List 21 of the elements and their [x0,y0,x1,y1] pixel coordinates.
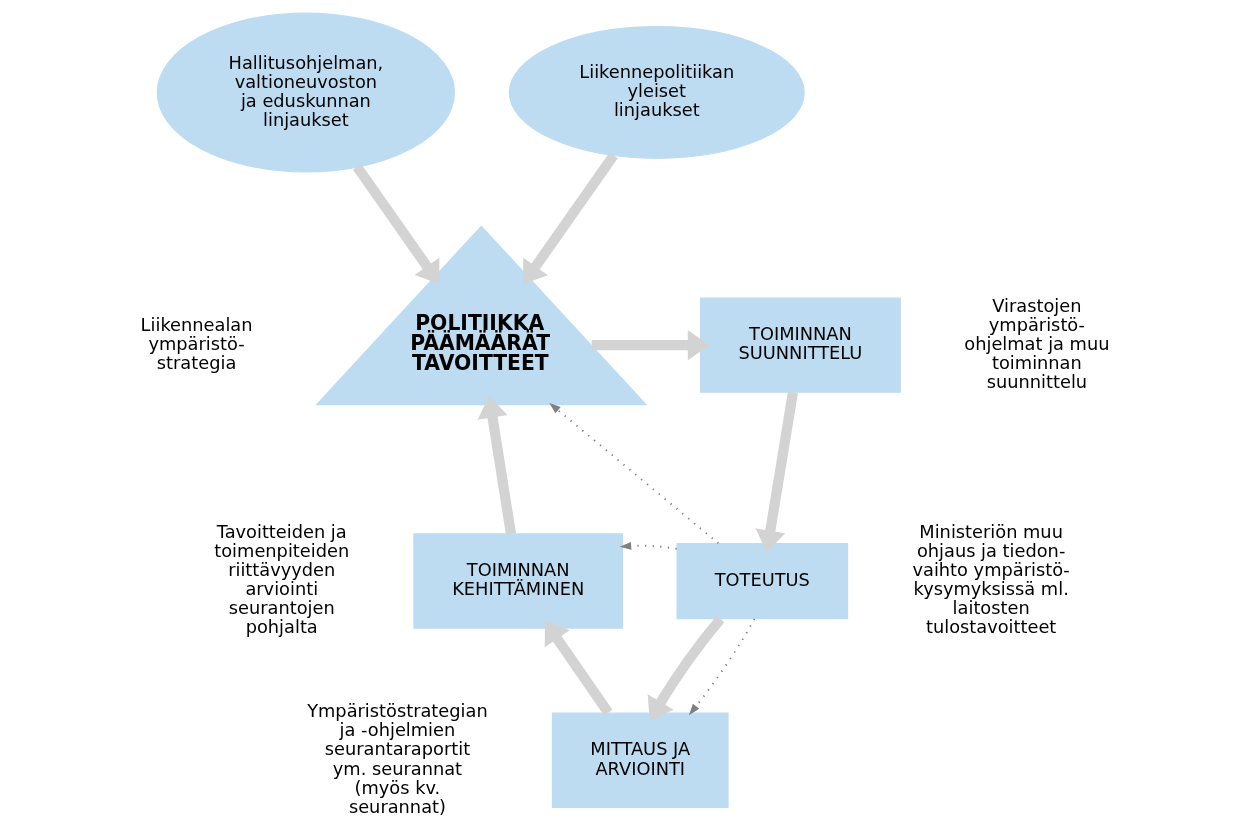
node-box: MITTAUS JA ARVIOINTI [551,712,729,808]
arrow [688,617,755,716]
arrow [352,163,439,285]
node-box: TOTEUTUS [676,542,848,620]
label: Tavoitteiden ja toimenpiteiden riittävyyden arviointi seurantojen pohjalta [213,521,349,638]
label: Ympäristöstrategian ja -ohjelmien seurantaraportit ym. seurannat (myös kv. seurannat) [306,700,488,817]
node-ellipse: Hallitusohjelman, valtioneuvoston ja eduskunnan linjaukset [156,12,455,173]
arrow [647,615,724,721]
node-ellipse: Liikennepolitiikan yleiset linjaukset [508,26,805,159]
arrow [522,152,618,285]
label: Liikennealan ympäristö- strategia [140,313,252,373]
label: Virastojen ympäristö- ohjelmat ja muu toiminnan suunnittelu [963,294,1109,393]
label: Ministeriön muu ohjaus ja tiedon- vaihto ympäristö- kysymyksissä ml. laitosten tulostavoitteet [912,521,1070,638]
arrow [544,620,612,716]
arrow [548,402,719,545]
node-box: TOIMINNAN SUUNNITTELU [699,297,901,393]
arrow [754,391,798,553]
arrow [619,541,678,550]
arrow [477,395,516,535]
arrow [591,330,709,361]
node-box: TOIMINNAN KEHITTÄMINEN [412,533,623,629]
